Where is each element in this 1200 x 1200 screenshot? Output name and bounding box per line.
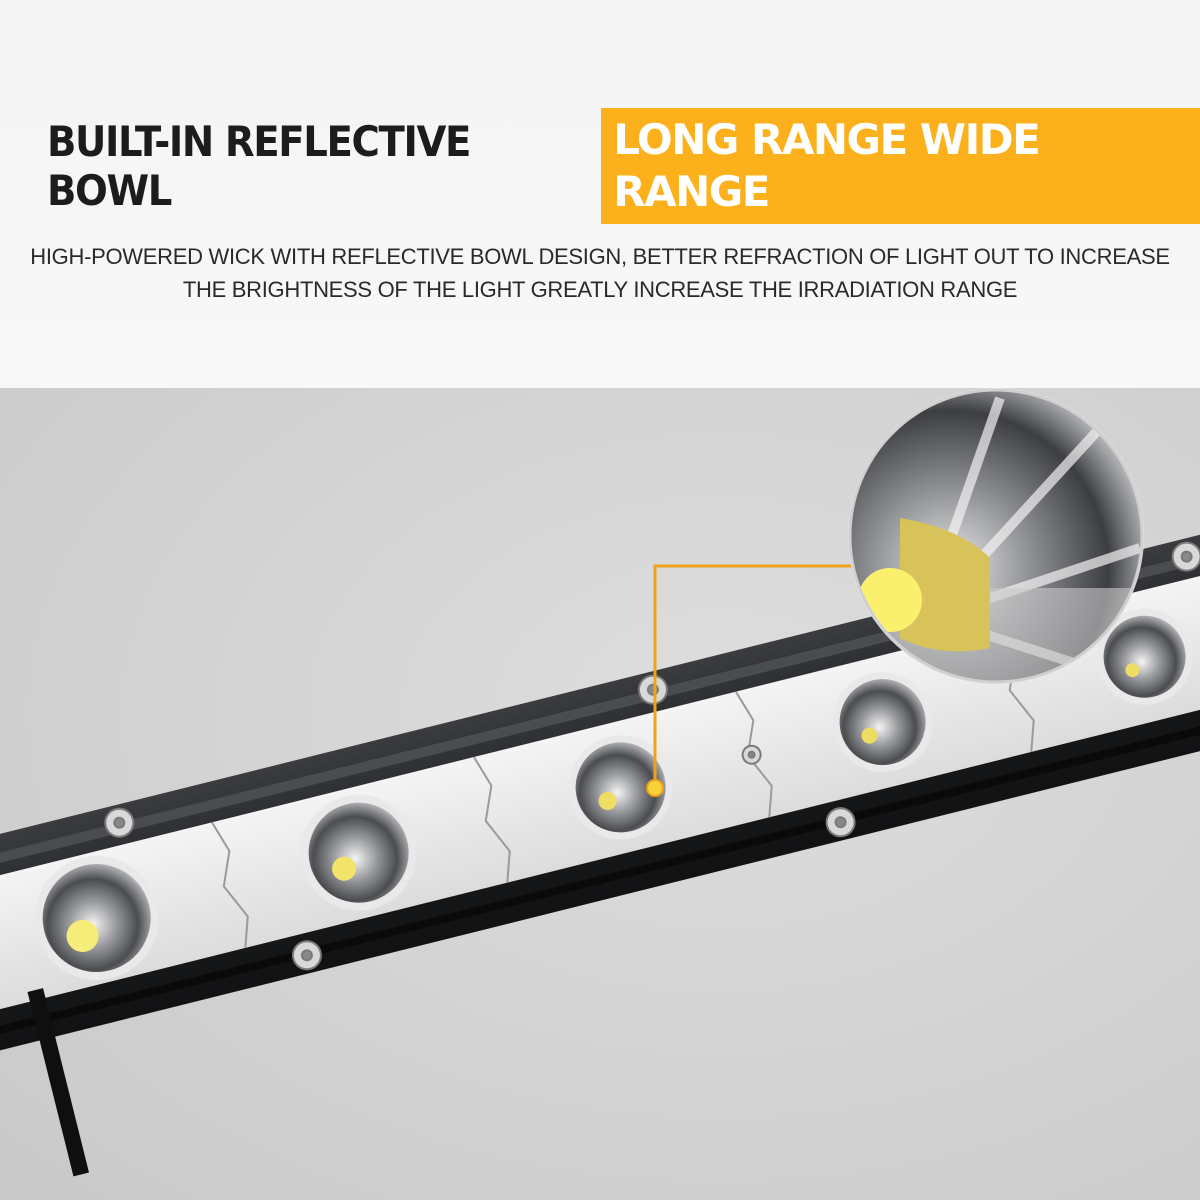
description-line-1: HIGH-POWERED WICK WITH REFLECTIVE BOWL D… <box>30 244 1170 269</box>
headline-text: BUILT-IN REFLECTIVE BOWL <box>46 117 471 215</box>
description-line-2: THE BRIGHTNESS OF THE LIGHT GREATLY INCR… <box>182 277 1018 302</box>
callout-dot <box>646 779 664 797</box>
product-photo <box>0 388 1200 1200</box>
headline: BUILT-IN REFLECTIVE BOWL LONG RANGE WIDE… <box>0 108 1200 224</box>
light-bar-illustration <box>0 388 1200 1177</box>
headline-highlight: LONG RANGE WIDE RANGE <box>601 108 1200 224</box>
header-panel: BUILT-IN REFLECTIVE BOWL LONG RANGE WIDE… <box>0 0 1200 388</box>
zoom-detail <box>848 388 1144 684</box>
led-cups <box>34 608 1193 981</box>
mounting-screws <box>104 541 1200 971</box>
description: HIGH-POWERED WICK WITH REFLECTIVE BOWL D… <box>0 240 1200 306</box>
callout-line <box>653 564 852 788</box>
